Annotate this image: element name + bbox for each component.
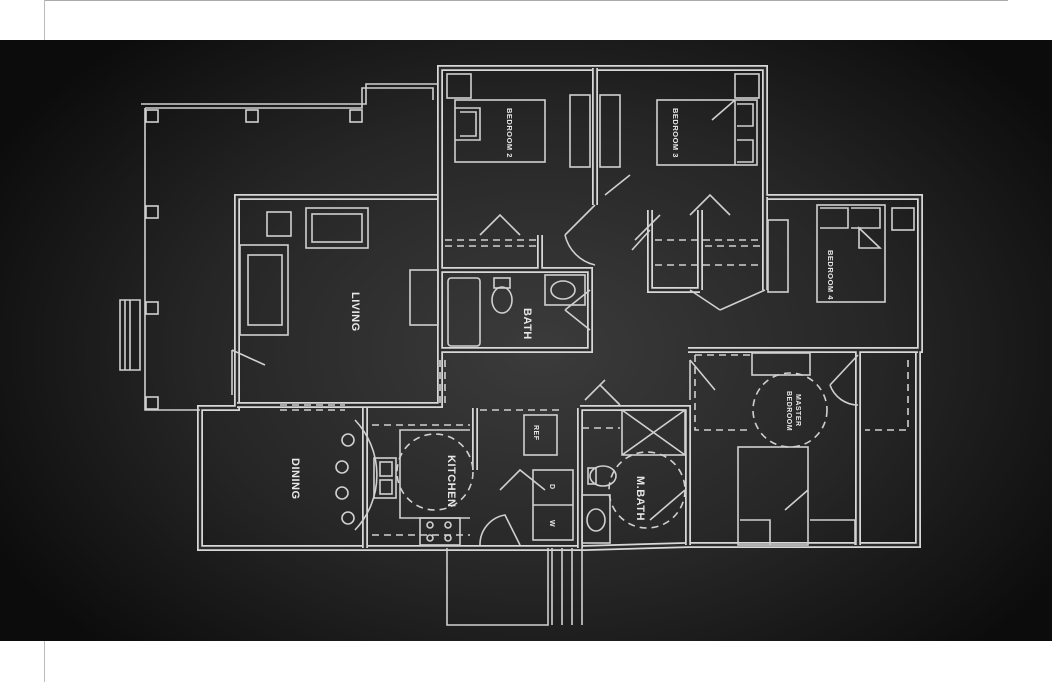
label-bedroom-2: BEDROOM 2 [505, 108, 514, 158]
doors [231, 174, 859, 546]
label-dryer: D [548, 484, 555, 490]
bedroom-4-furniture [816, 204, 915, 303]
kitchen-dining-fixtures [335, 414, 574, 546]
label-master-bedroom-1: MASTER [794, 394, 801, 427]
label-washer: W [548, 520, 555, 527]
page-top-border [44, 0, 1008, 1]
label-living: LIVING [349, 292, 361, 332]
label-bedroom-4: BEDROOM 4 [826, 250, 835, 300]
interior-walls [237, 68, 918, 548]
label-refrigerator: REF [532, 425, 539, 441]
floor-plan-drawing: BEDROOM 2 BEDROOM 3 BEDROOM 4 LIVING BAT… [119, 65, 923, 626]
living-furniture [239, 207, 439, 336]
bedroom-3-furniture [599, 73, 789, 293]
label-master-bath: M.BATH [634, 476, 646, 521]
label-master-bedroom-2: BEDROOM [785, 391, 792, 431]
label-dining: DINING [289, 458, 301, 500]
porch [119, 83, 583, 626]
label-kitchen: KITCHEN [445, 455, 457, 507]
exterior-walls [197, 65, 923, 551]
floor-plan-canvas: BEDROOM 2 BEDROOM 3 BEDROOM 4 LIVING BAT… [0, 40, 1052, 641]
label-bedroom-3: BEDROOM 3 [671, 108, 680, 158]
bedroom-2-furniture [445, 73, 591, 347]
label-bath: BATH [521, 308, 533, 340]
master-bath-fixtures [581, 409, 686, 544]
master-bedroom-furniture [694, 352, 909, 546]
